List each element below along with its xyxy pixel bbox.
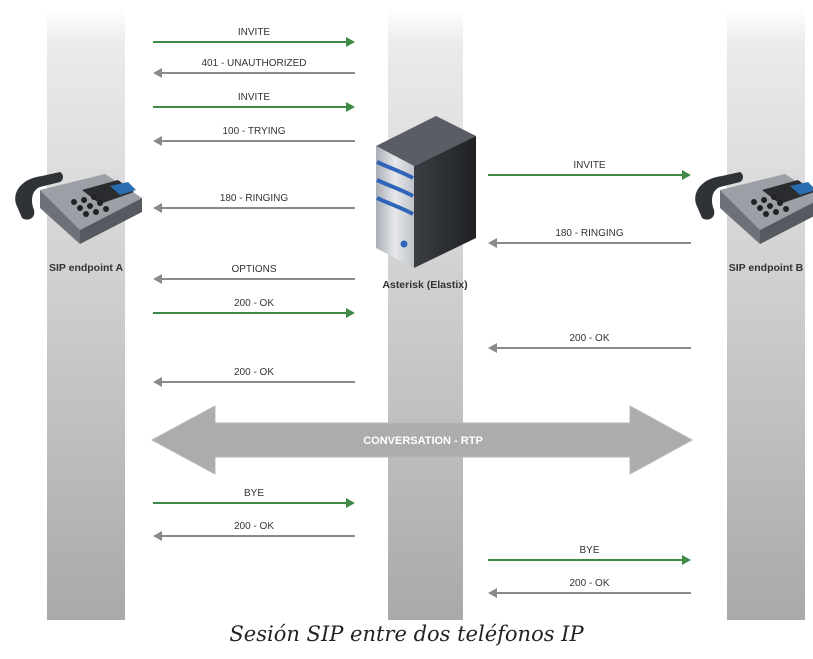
message-arrowhead	[488, 343, 497, 353]
endpoint-a-label: SIP endpoint A	[49, 262, 124, 274]
message-2: 401 - UNAUTHORIZED	[153, 58, 355, 78]
message-13: 200 - OK	[153, 521, 355, 541]
conversation-arrow: CONVERSATION - RTP	[150, 405, 694, 475]
message-10: 200 - OK	[488, 333, 691, 353]
message-arrowhead	[346, 37, 355, 47]
figure-caption: Sesión SIP entre dos teléfonos IP	[229, 622, 584, 646]
server-label: Asterisk (Elastix)	[382, 279, 467, 291]
desk-phone-a-icon	[15, 172, 142, 244]
message-label: 200 - OK	[234, 298, 274, 309]
message-arrowhead	[682, 555, 691, 565]
message-label: OPTIONS	[231, 264, 276, 275]
message-arrowhead	[488, 238, 497, 248]
message-15: 200 - OK	[488, 578, 691, 598]
message-7: 180 - RINGING	[488, 228, 691, 248]
message-label: 200 - OK	[234, 521, 274, 532]
message-arrows: INVITE 401 - UNAUTHORIZED INVITE 100 - TRYI…	[153, 27, 691, 598]
message-label: 100 - TRYING	[223, 126, 286, 137]
message-label: 180 - RINGING	[220, 193, 289, 204]
message-arrowhead	[682, 170, 691, 180]
message-1: INVITE	[153, 27, 355, 47]
message-label: INVITE	[238, 27, 271, 38]
message-11: 200 - OK	[153, 367, 355, 387]
sip-sequence-diagram: INVITE 401 - UNAUTHORIZED INVITE 100 - TRYI…	[15, 8, 813, 620]
message-12: BYE	[153, 488, 355, 508]
message-label: BYE	[244, 488, 264, 499]
lane-endpoint-b	[727, 8, 805, 620]
lane-server	[388, 8, 463, 620]
message-arrowhead	[153, 531, 162, 541]
desk-phone-b-icon	[695, 172, 813, 244]
message-6: 180 - RINGING	[153, 193, 355, 213]
message-label: INVITE	[238, 92, 271, 103]
message-arrowhead	[153, 203, 162, 213]
message-arrowhead	[346, 308, 355, 318]
message-8: OPTIONS	[153, 264, 355, 284]
message-14: BYE	[488, 545, 691, 565]
message-label: INVITE	[573, 160, 606, 171]
message-arrowhead	[153, 136, 162, 146]
message-arrowhead	[346, 102, 355, 112]
message-label: 401 - UNAUTHORIZED	[201, 58, 306, 69]
message-label: 200 - OK	[569, 578, 609, 589]
message-label: BYE	[579, 545, 599, 556]
message-arrowhead	[153, 274, 162, 284]
message-5: INVITE	[488, 160, 691, 180]
lane-endpoint-a	[47, 8, 125, 620]
server-tower-icon	[376, 116, 476, 268]
message-9: 200 - OK	[153, 298, 355, 318]
message-label: 180 - RINGING	[555, 228, 624, 239]
message-label: 200 - OK	[234, 367, 274, 378]
message-arrowhead	[153, 377, 162, 387]
endpoint-b-label: SIP endpoint B	[729, 262, 804, 274]
message-arrowhead	[488, 588, 497, 598]
message-arrowhead	[346, 498, 355, 508]
message-3: INVITE	[153, 92, 355, 112]
message-4: 100 - TRYING	[153, 126, 355, 146]
message-label: 200 - OK	[569, 333, 609, 344]
conversation-label: CONVERSATION - RTP	[363, 435, 483, 447]
message-arrowhead	[153, 68, 162, 78]
